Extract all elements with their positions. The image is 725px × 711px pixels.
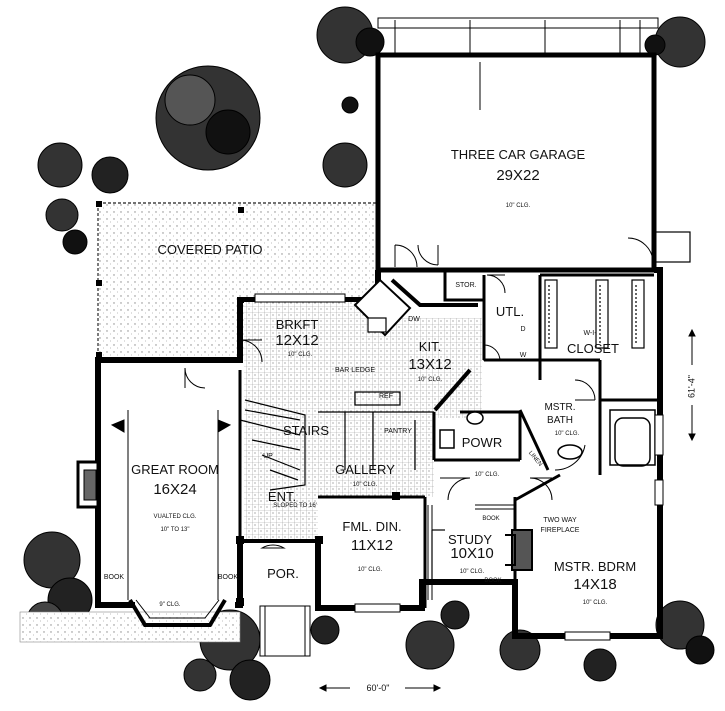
fireplace-label: TWO WAY (543, 517, 577, 524)
bay-window (128, 598, 227, 627)
study-ceiling: 10" CLG. (459, 569, 485, 575)
closet-label-2: CLOSET (566, 341, 619, 356)
study-label: STUDY (447, 532, 493, 547)
book-label-study-top: BOOK (482, 516, 500, 522)
great-room-ceiling-2: 10" TO 13" (160, 527, 190, 533)
stor-label: STOR. (455, 282, 477, 289)
brkft-ceiling: 10" CLG. (287, 352, 313, 358)
kit-size: 13X12 (408, 356, 452, 373)
book-label-study-bottom: BOOK (484, 578, 502, 584)
w-mark: W (519, 352, 527, 359)
patio-label: COVERED PATIO (157, 242, 263, 257)
two-way-fireplace (505, 529, 533, 571)
kit-ceiling: 10" CLG. (417, 377, 443, 383)
gallery-label: GALLERY (335, 462, 395, 477)
gallery-ceiling: 10" CLG. (352, 482, 378, 488)
porch-columns (236, 492, 400, 606)
chimney (76, 460, 100, 509)
stairs-label: STAIRS (283, 423, 329, 438)
ent-note: SLOPED TO 16' (273, 503, 317, 509)
mbdrm-ceiling: 10" CLG. (582, 600, 608, 606)
garage-size: 29X22 (496, 167, 540, 184)
great-room-label: GREAT ROOM (131, 462, 219, 477)
staircase (239, 399, 306, 491)
fireplace-label-2: FIREPLACE (540, 527, 580, 534)
study-bookshelves (427, 504, 515, 600)
hall-ceiling: 10" CLG. (474, 472, 500, 478)
landscape-trees (23, 6, 715, 701)
closet-label: W-I- (583, 330, 597, 337)
mbdrm-label: MSTR. BDRM (553, 559, 637, 574)
closet-shelves (544, 279, 645, 349)
ref-label: REF (379, 393, 393, 400)
bay-ceiling: 9" CLG. (159, 602, 181, 608)
porch-label: POR. (267, 566, 299, 581)
pantry-label: PANTRY (384, 428, 412, 435)
vault-lines (110, 410, 232, 600)
study-size: 10X10 (450, 545, 494, 562)
front-walkway (259, 605, 311, 657)
fml-din-ceiling: 10" CLG. (357, 567, 383, 573)
book-label-great-left: BOOK (103, 574, 125, 581)
great-room-ceiling: VUALTED CLG. (153, 514, 197, 520)
barledge-label: BAR LEDGE (334, 367, 376, 374)
book-label-great-right: BOOK (217, 574, 239, 581)
doors (184, 237, 654, 549)
dw-mark: DW (408, 316, 420, 323)
tile-floor (244, 302, 482, 539)
ent-label: ENT. (267, 489, 297, 504)
bath-fixtures (439, 409, 656, 467)
stairs-up-label: UP (263, 453, 273, 460)
powr-label: POWR (461, 435, 503, 450)
garage-label: THREE CAR GARAGE (450, 147, 586, 162)
windows (254, 293, 664, 641)
depth-dimension: 61'-4" (686, 375, 697, 398)
utl-label: UTL. (495, 304, 525, 319)
brkft-label: BRKFT (275, 317, 319, 332)
width-dimension: 60'-0" (366, 683, 390, 693)
mbath-ceiling: 10" CLG. (554, 431, 580, 437)
great-room-size: 16X24 (153, 481, 197, 498)
mbath-label-2: BATH (547, 415, 573, 426)
kitchen-island (353, 278, 478, 412)
fml-din-label: FML. DIN. (342, 519, 402, 534)
garage-ceiling: 10" CLG. (505, 203, 531, 209)
interior-walls (238, 270, 660, 608)
d-mark: D (520, 326, 526, 333)
garage (375, 17, 691, 273)
dimension-lines (318, 328, 696, 692)
brkft-size: 12X12 (275, 332, 319, 349)
mbdrm-size: 14X18 (573, 576, 617, 593)
fml-din-size: 11X12 (350, 537, 394, 554)
mbath-label: MSTR. (544, 402, 576, 413)
kit-label: KIT. (418, 339, 442, 354)
